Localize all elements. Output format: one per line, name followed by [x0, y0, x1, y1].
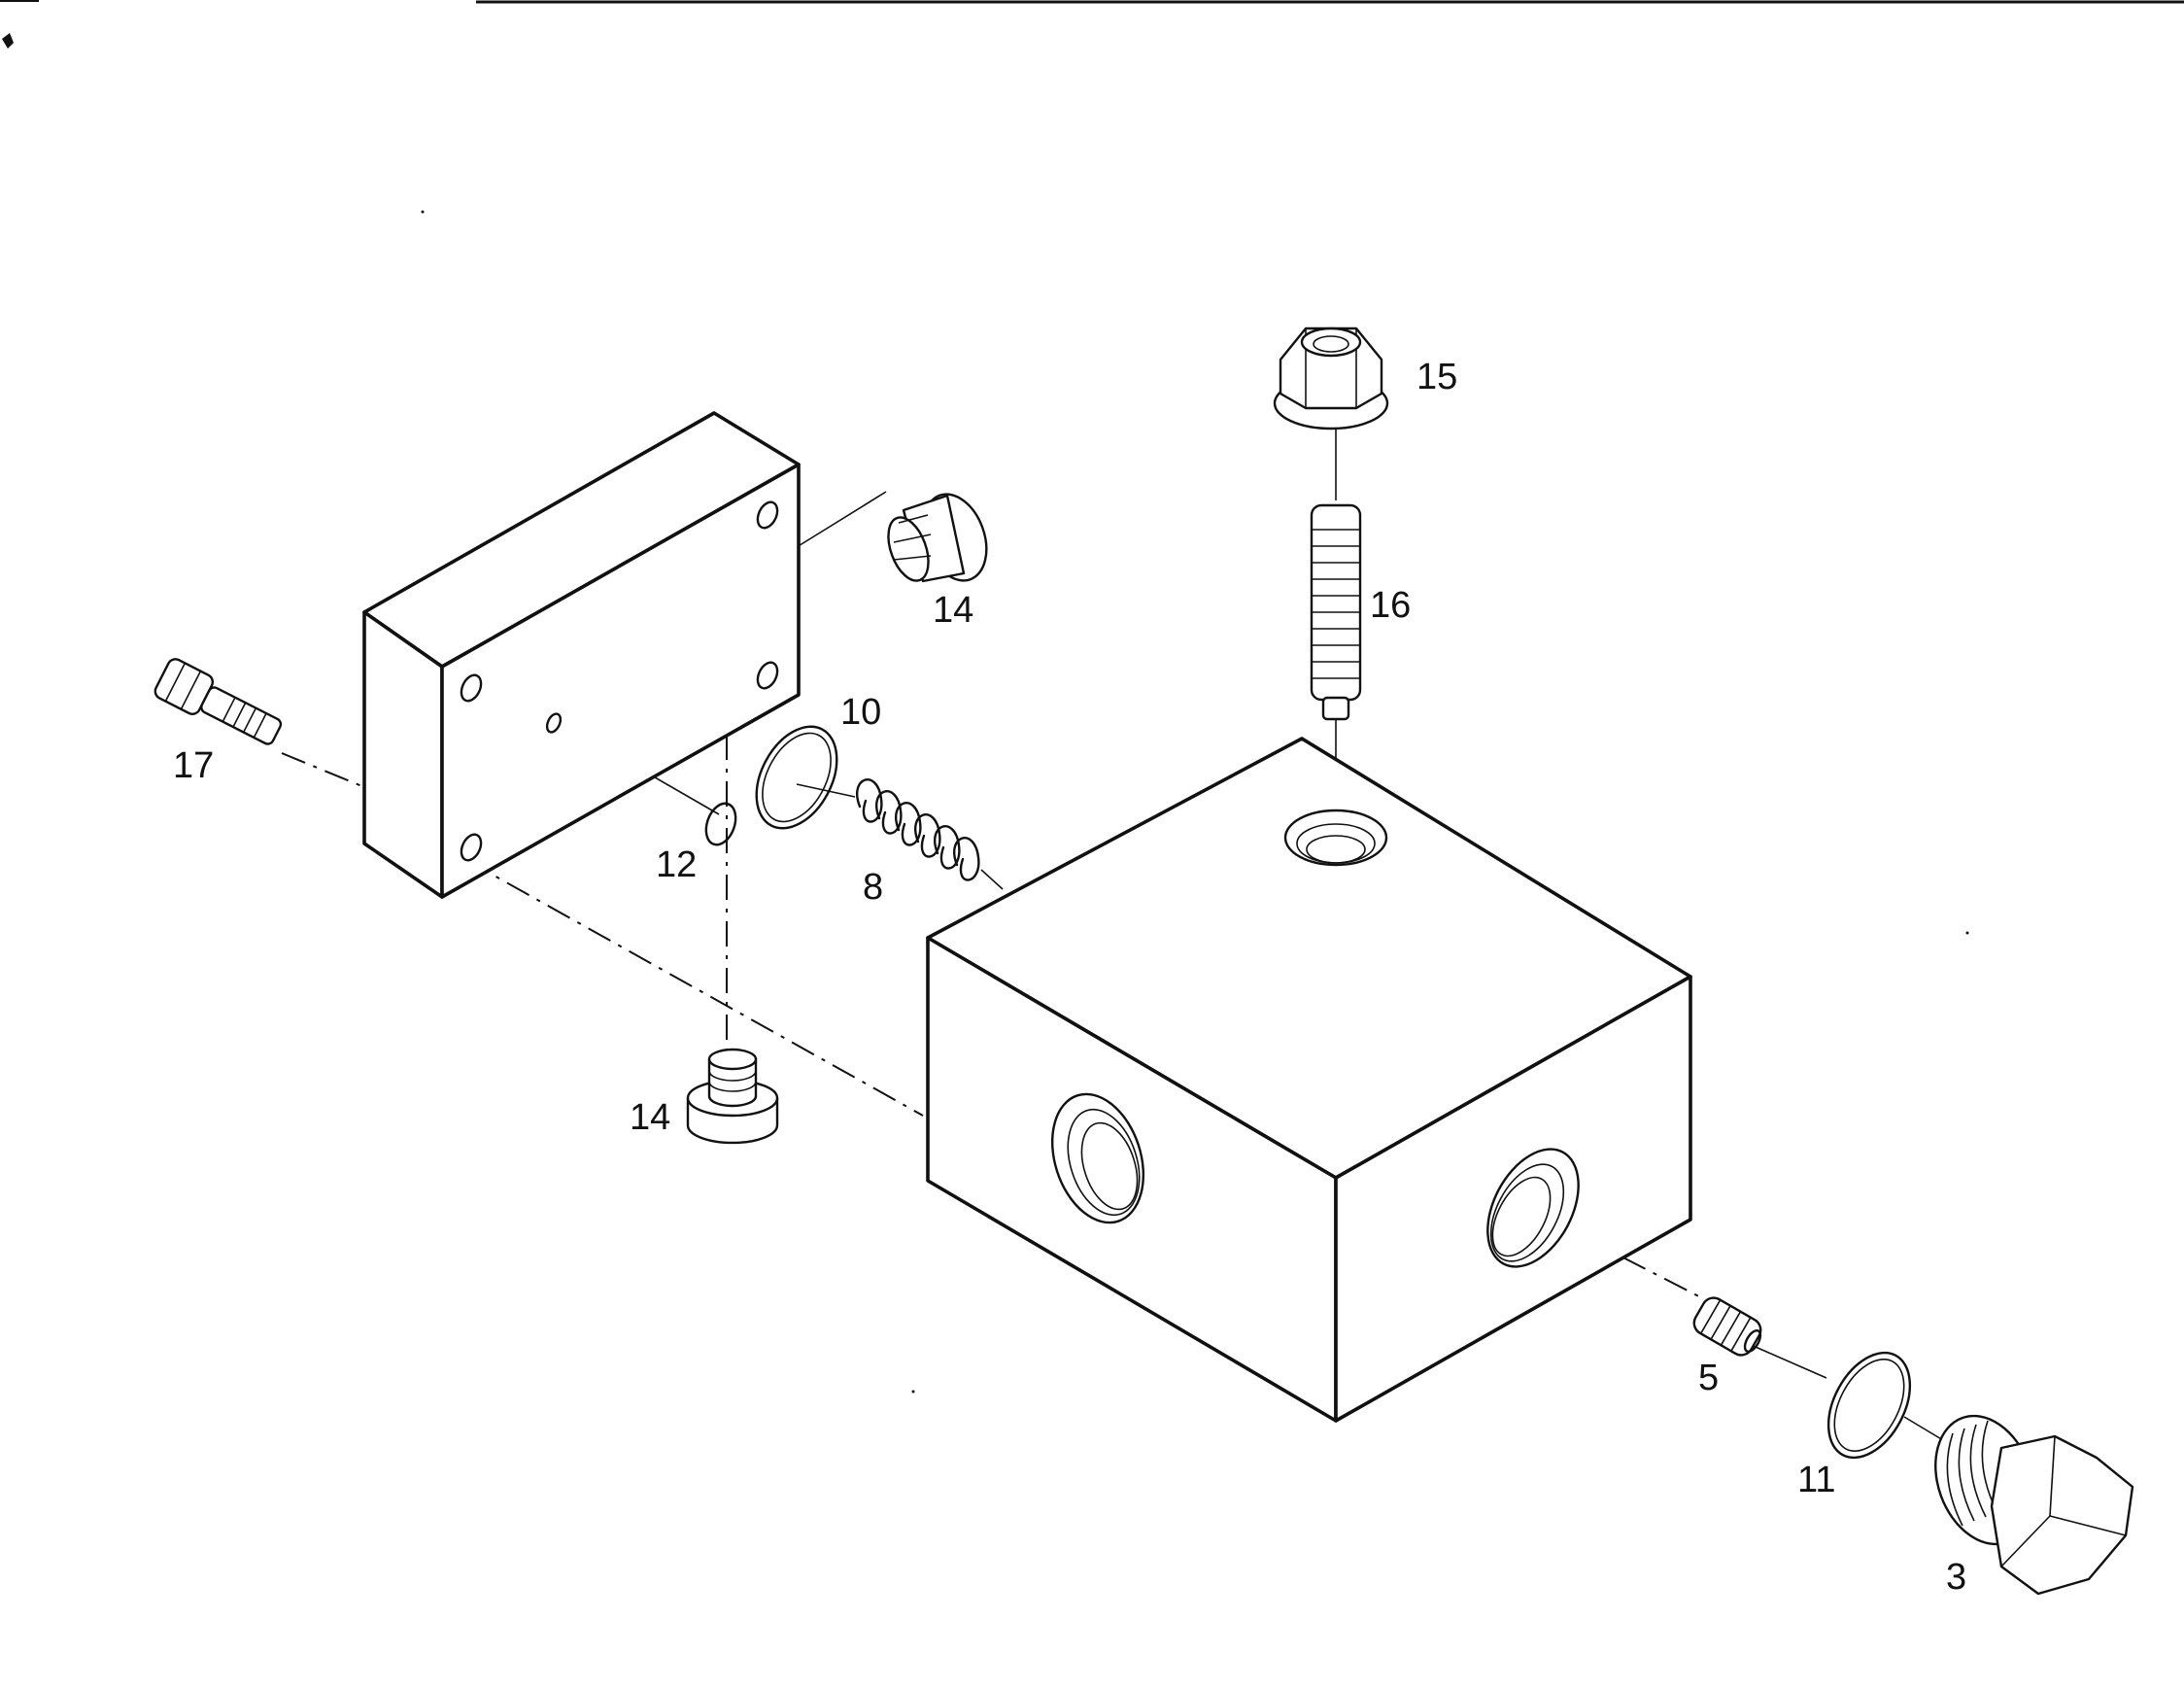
spring-part-8: [856, 778, 980, 881]
callout-8: 8: [863, 867, 883, 908]
callout-3: 3: [1946, 1557, 1966, 1598]
hex-nut-part-15: [1273, 327, 1389, 430]
snap-ring-part-10: [755, 725, 838, 830]
callout-14-upper: 14: [933, 590, 973, 631]
cap-screw-part-17: [154, 658, 283, 745]
callout-11: 11: [1797, 1460, 1835, 1500]
threaded-stud-part-16: [1310, 503, 1362, 721]
snap-ring-part-11: [1826, 1351, 1912, 1460]
callout-10: 10: [840, 692, 881, 733]
callout-5: 5: [1698, 1358, 1719, 1398]
valve-body: [926, 737, 1692, 1423]
plug-part-14-upper: [887, 493, 988, 583]
plug-part-14-lower: [686, 1048, 779, 1145]
hex-plug-part-3: [1934, 1414, 2134, 1596]
o-ring-part-12: [704, 802, 737, 846]
callout-15: 15: [1416, 357, 1457, 397]
cover-plate: [362, 411, 801, 899]
callout-16: 16: [1370, 585, 1411, 626]
callout-14-lower: 14: [630, 1097, 670, 1138]
callout-12: 12: [656, 844, 697, 885]
callout-labels: 3 5 8 10 11 12 14 14 15 16 17: [173, 357, 1966, 1598]
set-screw-part-5: [1692, 1296, 1762, 1357]
callout-17: 17: [173, 745, 214, 786]
scan-marks: [2, 33, 1969, 1394]
